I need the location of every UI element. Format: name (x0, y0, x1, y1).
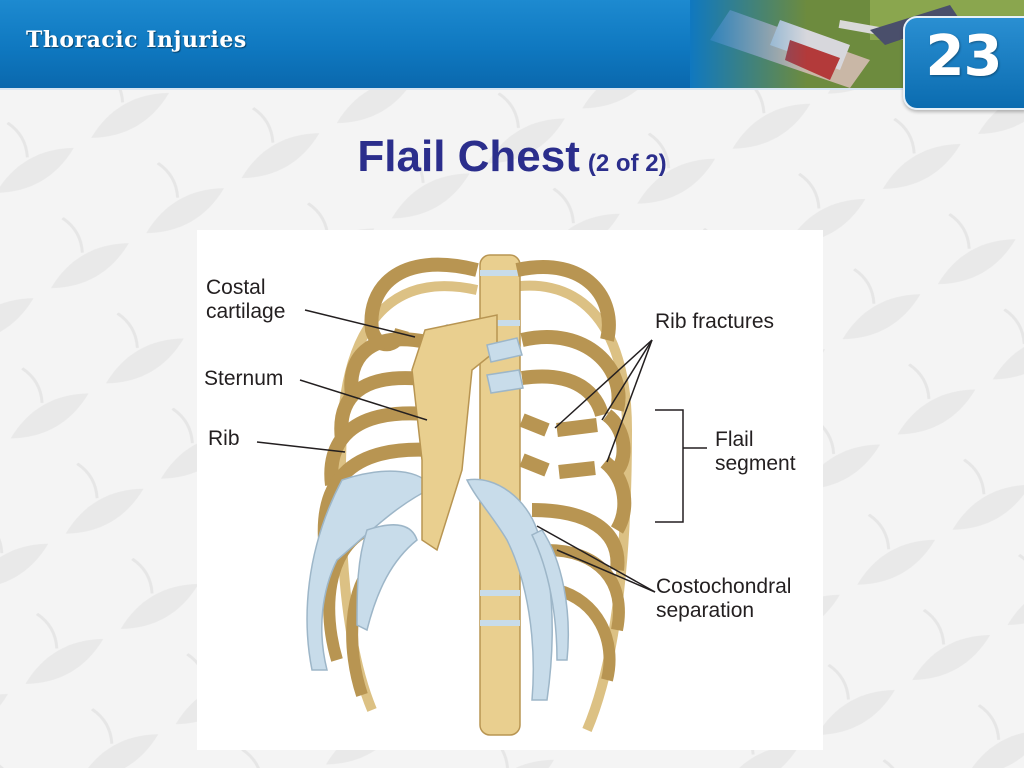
flail-segment-bracket (655, 409, 684, 523)
chapter-title: Thoracic Injuries (26, 27, 247, 53)
right-rib (555, 584, 616, 682)
leader-costochondral-2 (556, 549, 656, 593)
left-costal-cartilage (356, 524, 418, 632)
label-rib: Rib (208, 427, 240, 450)
leader-rib (256, 441, 346, 453)
label-sternum: Sternum (204, 367, 284, 390)
slide-title-main: Flail Chest (357, 132, 580, 181)
right-rib-fractured (600, 456, 632, 534)
right-costal-cartilage (486, 369, 524, 394)
leader-costal-cartilage (304, 309, 416, 338)
label-rib-fractures: Rib fractures (655, 310, 775, 333)
leader-rib-fracture-2 (601, 339, 653, 421)
right-rib (520, 330, 626, 412)
rib-cage (306, 254, 633, 736)
label-flail-segment: Flail segment (715, 428, 796, 475)
leader-rib-fracture-1 (554, 339, 653, 429)
label-costochondral-separation: Costochondral separation (656, 575, 792, 622)
slide-title: Flail Chest (2 of 2) (0, 132, 1024, 182)
leader-rib-fracture-3 (606, 339, 653, 463)
right-rib-fractured (558, 461, 596, 479)
right-rib-fractured (556, 418, 598, 437)
right-rib (520, 369, 609, 418)
left-rib (344, 332, 429, 396)
leader-sternum (299, 379, 428, 421)
right-costal-cartilage (465, 478, 553, 701)
right-rib-fractured (602, 409, 631, 475)
chapter-badge: 23 (903, 16, 1024, 110)
right-costal-cartilage (531, 529, 570, 661)
spine-disc (480, 620, 520, 626)
chapter-number: 23 (925, 24, 1003, 89)
left-rib (334, 371, 433, 441)
spine-disc (480, 270, 520, 276)
diagram-panel: Costal cartilage Sternum Rib Rib fractur… (197, 230, 823, 750)
right-rib (546, 544, 625, 632)
right-rib (531, 503, 625, 571)
sternum-bone (411, 314, 498, 552)
spine-disc (480, 320, 520, 326)
label-costal-cartilage: Costal cartilage (206, 276, 286, 323)
slide-title-subtitle: (2 of 2) (587, 150, 667, 177)
right-rib (515, 260, 616, 342)
right-costal-cartilage (486, 337, 523, 363)
right-rib-fractured (519, 453, 550, 477)
right-rib-fractured (519, 413, 550, 437)
leader-costochondral-1 (536, 525, 656, 593)
leader-lines (256, 309, 707, 593)
spine-disc (480, 590, 520, 596)
rib-cage-illustration (256, 254, 707, 736)
